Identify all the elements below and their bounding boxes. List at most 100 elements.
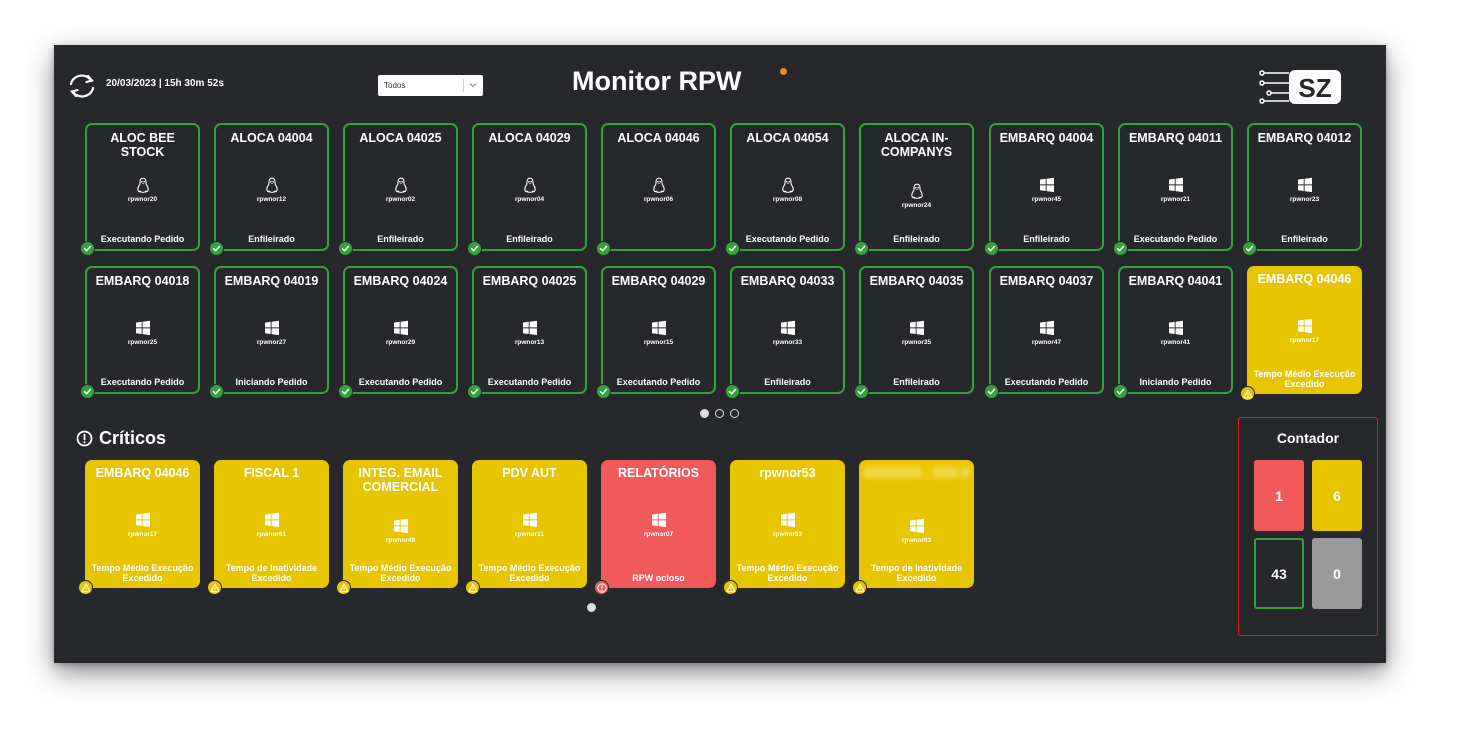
warning-triangle-icon xyxy=(465,580,480,595)
rpw-card-host: rpwnor03 xyxy=(901,537,932,544)
windows-icon xyxy=(909,320,925,337)
rpw-card-name: ALOCA 04004 xyxy=(230,131,313,145)
rpw-card-status: Executando Pedido xyxy=(100,234,185,244)
rpw-card-name: EMBARQ 04037 xyxy=(999,274,1094,288)
windows-icon xyxy=(651,512,667,529)
company-logo: SZ xyxy=(1259,70,1341,104)
check-icon xyxy=(209,384,224,399)
counter-critical[interactable]: 1 xyxy=(1254,460,1304,531)
refresh-icon[interactable] xyxy=(66,72,98,100)
windows-icon xyxy=(1168,177,1184,194)
rpw-card-host: rpwnor25 xyxy=(127,339,158,346)
rpw-card-status: Enfileirado xyxy=(1281,234,1328,244)
counter-ok[interactable]: 43 xyxy=(1254,538,1304,609)
rpw-card-status: Enfileirado xyxy=(893,377,940,387)
rpw-card-host: rpwnor53 xyxy=(772,531,803,538)
grid-page-dot[interactable] xyxy=(700,409,709,418)
rpw-card-host: rpwnor12 xyxy=(256,196,287,203)
rpw-card-status: Enfileirado xyxy=(377,234,424,244)
rpw-card-name: RELATÓRIOS xyxy=(617,466,700,480)
rpw-card-host: rpwnor20 xyxy=(127,196,158,203)
rpw-card-status: Tempo Médio Execução Excedido xyxy=(478,563,581,583)
rpw-card-host: rpwnor33 xyxy=(772,339,803,346)
check-icon xyxy=(725,241,740,256)
rpw-card-name: ALOCA 04054 xyxy=(746,131,829,145)
windows-icon xyxy=(264,512,280,529)
datetime-label: 20/03/2023 | 15h 30m 52s xyxy=(106,78,224,89)
logo-text: SZ xyxy=(1298,73,1331,103)
grid-page-dot[interactable] xyxy=(730,409,739,418)
windows-icon xyxy=(1039,320,1055,337)
rpw-card-name: EMBARQ 04018 xyxy=(95,274,190,288)
filter-divider xyxy=(463,79,464,92)
check-icon xyxy=(467,241,482,256)
rpw-card-host: rpwnor24 xyxy=(901,202,932,209)
rpw-card-name: INTEG. EMAIL COMERCIAL xyxy=(358,466,443,494)
rpw-card-status: Executando Pedido xyxy=(358,377,443,387)
rpw-card-name: EMBARQ 04046 xyxy=(1257,272,1352,286)
rpw-card-host: rpwnor49 xyxy=(385,537,416,544)
rpw-card-name: EMBARQ 04041 xyxy=(1128,274,1223,288)
rpw-card-name: XXXXXXX - XXX X xyxy=(863,466,970,480)
rpw-card-status: RPW ocioso xyxy=(632,573,685,583)
filter-select-value: Todos xyxy=(384,81,406,90)
grid-page-dot[interactable] xyxy=(715,409,724,418)
rpw-card-name: FISCAL 1 xyxy=(243,466,300,480)
chevron-down-icon xyxy=(469,83,477,88)
linux-icon xyxy=(522,177,538,194)
rpw-card-status: Enfileirado xyxy=(893,234,940,244)
criticos-title: Críticos xyxy=(99,428,167,448)
rpw-card-status: Iniciando Pedido xyxy=(235,377,308,387)
rpw-card-name: EMBARQ 04033 xyxy=(740,274,835,288)
counter-warning[interactable]: 6 xyxy=(1312,460,1362,531)
rpw-card-name: EMBARQ 04004 xyxy=(999,131,1094,145)
warning-triangle-icon xyxy=(723,580,738,595)
criticos-pagination xyxy=(587,603,596,612)
check-icon xyxy=(1113,241,1128,256)
rpw-card-name: rpwnor53 xyxy=(759,466,816,480)
check-icon xyxy=(338,241,353,256)
filter-select[interactable]: Todos xyxy=(378,75,483,96)
criticos-page-dot[interactable] xyxy=(587,603,596,612)
rpw-card-name: EMBARQ 04046 xyxy=(95,466,190,480)
windows-icon xyxy=(1039,177,1055,194)
rpw-card-status: Tempo Médio Execução Excedido xyxy=(349,563,452,583)
rpw-card-host: rpwnor02 xyxy=(385,196,416,203)
monitor-app: 20/03/2023 | 15h 30m 52s Todos Monitor R… xyxy=(54,45,1386,663)
rpw-card-status: Executando Pedido xyxy=(1004,377,1089,387)
notification-dot xyxy=(780,68,787,75)
check-icon xyxy=(596,241,611,256)
windows-icon xyxy=(135,320,151,337)
rpw-card-status: Iniciando Pedido xyxy=(1139,377,1212,387)
rpw-card-status: Tempo Médio Execução Excedido xyxy=(91,563,194,583)
counter-idle[interactable]: 0 xyxy=(1312,538,1362,609)
linux-icon xyxy=(651,177,667,194)
